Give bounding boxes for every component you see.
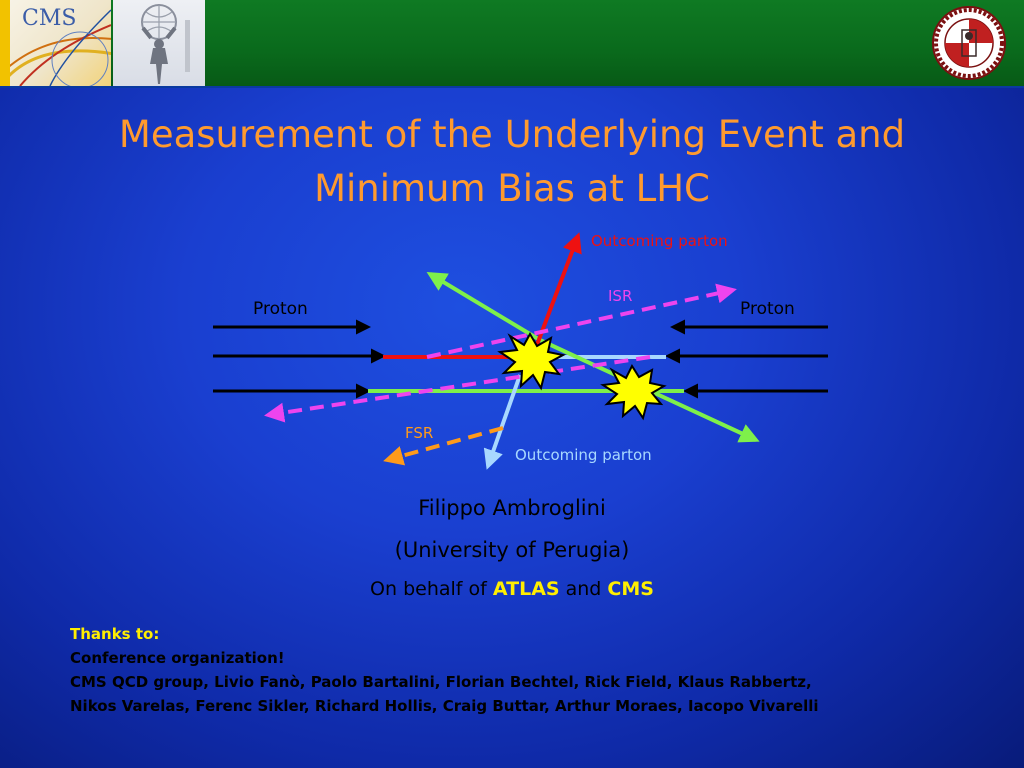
title-line-2: Minimum Bias at LHC <box>314 167 710 210</box>
label-fsr: FSR <box>405 424 434 442</box>
experiment-cms: CMS <box>607 578 654 600</box>
thanks-heading: Thanks to: <box>70 625 160 643</box>
university-seal <box>932 6 1006 80</box>
author-behalf-line: On behalf of ATLAS and CMS <box>0 578 1024 600</box>
label-outcoming-parton-bottom: Outcoming parton <box>515 446 652 464</box>
cms-logo: CMS <box>10 0 111 86</box>
header-accent-strip <box>0 0 10 86</box>
label-outcoming-parton-top: Outcoming parton <box>591 232 728 250</box>
acknowledgements: Thanks to: Conference organization! CMS … <box>70 622 1010 718</box>
outcoming-parton-cyan-arrow <box>483 374 522 470</box>
experiment-atlas: ATLAS <box>492 578 560 600</box>
green-track-up-left <box>426 271 542 342</box>
thanks-line-2: CMS QCD group, Livio Fanò, Paolo Bartali… <box>70 673 812 691</box>
atlas-logo <box>113 0 205 86</box>
title-line-1: Measurement of the Underlying Event and <box>118 113 906 156</box>
behalf-and: and <box>559 578 608 600</box>
secondary-interaction-burst <box>600 363 667 421</box>
behalf-prefix: On behalf of <box>370 578 493 600</box>
cms-logo-text: CMS <box>22 6 77 31</box>
thanks-line-3: Nikos Varelas, Ferenc Sikler, Richard Ho… <box>70 697 819 715</box>
cms-logo-graphic <box>10 9 111 86</box>
label-proton-left: Proton <box>253 299 308 319</box>
isr-dashed-arrow-lower <box>264 355 651 423</box>
thanks-line-1: Conference organization! <box>70 649 285 667</box>
header-divider <box>0 86 1024 88</box>
primary-interaction-burst <box>497 331 566 391</box>
author-affiliation: (University of Perugia) <box>394 538 630 562</box>
slide-title: Measurement of the Underlying Event and … <box>40 108 984 216</box>
author-name: Filippo Ambroglini <box>418 496 606 520</box>
label-isr: ISR <box>608 287 633 305</box>
fsr-dashed-arrow <box>383 426 504 466</box>
label-proton-right: Proton <box>740 299 795 319</box>
atlas-figure-icon <box>141 4 190 84</box>
isr-dashed-arrow <box>426 283 737 359</box>
